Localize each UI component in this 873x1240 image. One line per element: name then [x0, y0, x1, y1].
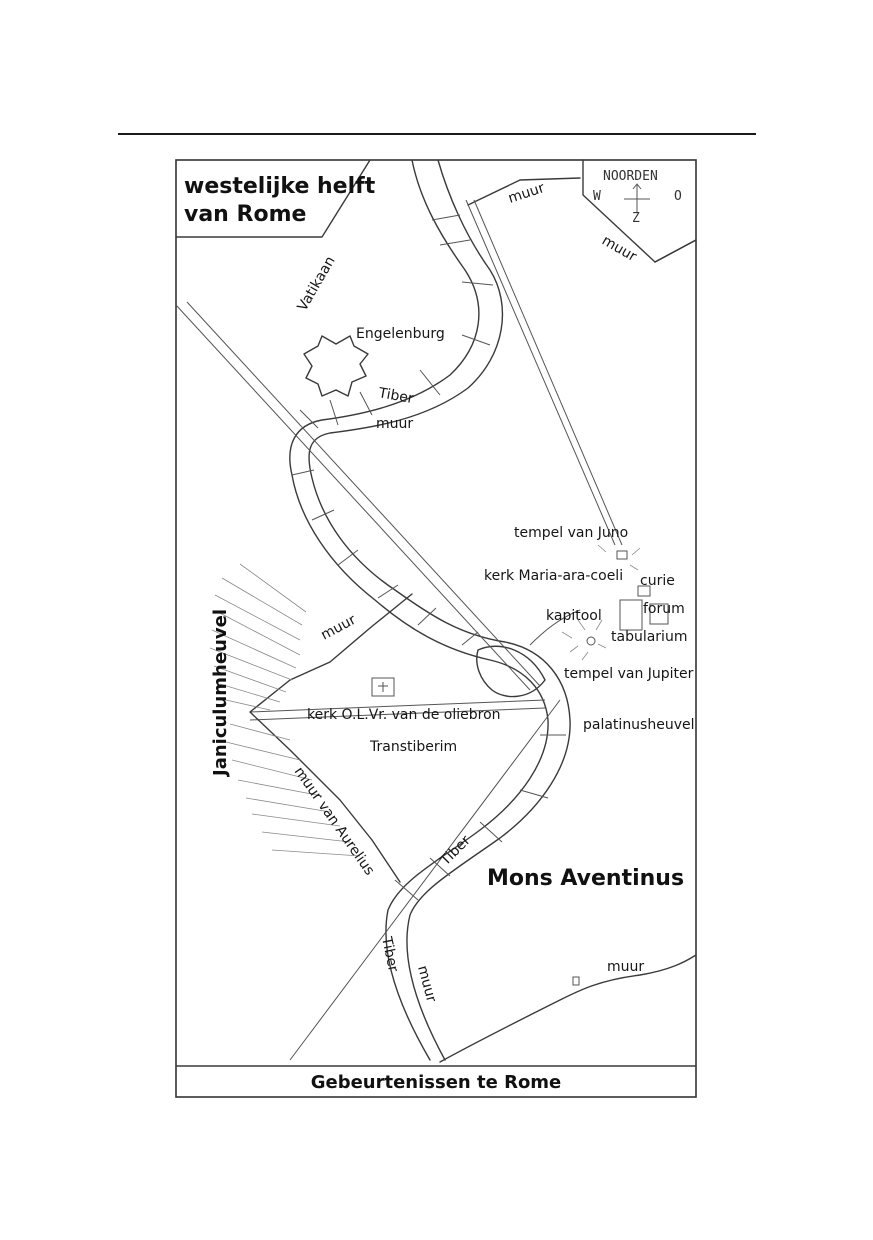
label-tiber-low: Tiber — [378, 935, 401, 974]
label-transtiberim: Transtiberim — [369, 739, 457, 755]
wall-top-right — [654, 239, 697, 263]
road-diagonal-west — [175, 304, 531, 691]
map-frame — [175, 159, 697, 1098]
top-rule — [118, 133, 756, 135]
wall-aurelius — [249, 593, 413, 883]
label-forum: forum — [643, 601, 685, 617]
road-north-b — [473, 199, 623, 546]
label-palatinusheuvel: palatinusheuvel — [583, 717, 695, 733]
compass-north-label: NOORDEN — [603, 169, 658, 184]
label-tempel-juno: tempel van Juno — [514, 525, 628, 541]
compass-rose-icon — [624, 183, 650, 213]
map-title-line1: westelijke helft — [184, 174, 376, 199]
engelenburg-fortress-icon — [303, 335, 369, 397]
label-curie: curie — [640, 573, 675, 589]
tiber-river — [289, 159, 571, 1061]
label-muur-janiculum: muur — [318, 612, 359, 644]
compass-east-label: O — [674, 189, 682, 204]
compass-west-label: W — [593, 189, 601, 204]
title-box-border — [175, 159, 371, 238]
road-north — [465, 199, 616, 546]
label-engelenburg: Engelenburg — [356, 326, 445, 342]
kapitool-buildings — [529, 544, 669, 661]
label-tempel-jupiter: tempel van Jupiter — [564, 666, 694, 682]
label-muur-tiber: muur — [376, 416, 413, 432]
label-muur-topright: muur — [599, 233, 639, 266]
label-janiculumheuvel: Janiculumheuvel — [210, 609, 231, 778]
label-tabularium: tabularium — [611, 629, 687, 645]
church-olvr-icon — [371, 677, 395, 697]
wall-south — [439, 954, 697, 1063]
road-olvr — [249, 699, 546, 721]
label-kerk-olvr: kerk O.L.Vr. van de oliebron — [307, 707, 501, 723]
map-title-line2: van Rome — [184, 202, 306, 227]
label-tiber-top: Tiber — [376, 385, 415, 407]
label-muur-bottomright: muur — [607, 959, 644, 975]
label-vatikaan: Vatikaan — [295, 254, 339, 314]
label-kerk-maria: kerk Maria-ara-coeli — [484, 568, 623, 584]
label-mons-aventinus: Mons Aventinus — [487, 866, 684, 891]
road-diagonal-west-b — [186, 301, 541, 687]
road-south — [289, 699, 561, 1061]
label-kapitool: kapitool — [546, 608, 602, 624]
janiculum-hill-hatching — [209, 563, 361, 857]
wall-top — [467, 177, 581, 206]
map-footer-title: Gebeurtenissen te Rome — [311, 1072, 562, 1093]
wall-tower — [572, 976, 580, 986]
compass-south-label: Z — [632, 211, 640, 226]
tiber-island — [476, 645, 546, 698]
